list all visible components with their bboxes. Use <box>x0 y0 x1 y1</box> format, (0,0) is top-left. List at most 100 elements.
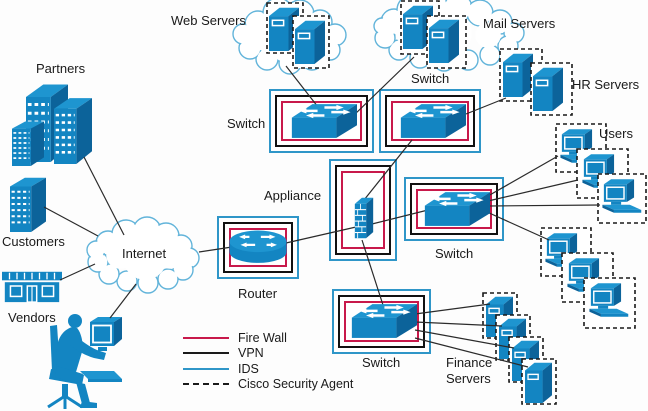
connection-line <box>361 239 384 306</box>
connection-line <box>414 303 491 315</box>
server-icon <box>295 20 325 64</box>
connection-line <box>486 211 550 241</box>
connection-line <box>285 226 357 244</box>
cloud-fill <box>118 272 136 290</box>
cloud-fill <box>376 29 394 47</box>
legend-label: VPN <box>238 346 264 360</box>
vpn-ring <box>410 183 498 235</box>
cloud-fill <box>106 241 134 269</box>
firewall-ring <box>416 189 492 229</box>
cloud-fill <box>89 253 107 271</box>
connection-line <box>487 155 559 197</box>
cloud-fill <box>158 245 182 269</box>
vpn-ring <box>338 295 425 348</box>
vendors-storefront <box>2 271 62 303</box>
cloud-fill <box>481 46 499 64</box>
hr-servers-group <box>499 48 573 116</box>
vpn-ring <box>223 222 293 273</box>
customers-label: Customers <box>2 234 65 249</box>
connection-line <box>465 97 507 115</box>
connection-line <box>487 204 601 207</box>
server-icon <box>429 19 459 63</box>
finance-servers-group <box>482 292 557 405</box>
firewall-appliance-icon <box>354 197 374 239</box>
router-icon <box>229 230 287 263</box>
connection-line <box>363 139 413 201</box>
connection-line <box>285 65 319 108</box>
server-icon <box>533 67 563 111</box>
csa-dashed-line-swatch <box>183 383 229 385</box>
office-building-icon <box>12 120 44 166</box>
users-label: Users <box>599 126 633 141</box>
finance-servers-label: Finance Servers <box>446 355 493 386</box>
connection-line <box>414 329 515 349</box>
switch-right-label: Switch <box>435 246 474 261</box>
hr-servers-label: HR Servers <box>572 77 640 92</box>
cloud-fill <box>468 1 492 25</box>
connection-line <box>487 179 579 202</box>
internet-cloud <box>86 216 200 294</box>
customers-building <box>10 176 46 232</box>
connection-line <box>109 283 137 319</box>
connection-line <box>351 56 415 118</box>
office-building-icon <box>10 176 46 232</box>
connection-line <box>59 263 96 281</box>
mail-servers-label: Mail Servers <box>483 16 556 31</box>
switch-bottom-label: Switch <box>362 355 401 370</box>
cloud-fill <box>88 242 104 258</box>
vpn-line-swatch <box>183 352 229 354</box>
appliance-label: Appliance <box>264 188 322 203</box>
legend-item-vpn: VPN <box>183 346 353 360</box>
connections-layer <box>43 56 601 368</box>
desktop-monitor-icon <box>80 317 122 382</box>
users-group-1 <box>555 123 647 224</box>
connection-line <box>414 337 529 368</box>
switch-top-left-label: Switch <box>227 116 266 131</box>
connection-line <box>371 208 433 225</box>
vpn-ring <box>385 95 475 147</box>
cloud-fill <box>234 25 252 43</box>
connection-line <box>414 321 503 327</box>
cloud-fill <box>475 22 501 48</box>
web-servers-group <box>266 2 330 69</box>
vendors-label: Vendors <box>8 310 56 325</box>
legend: Fire Wall VPN IDS Cisco Security Agent <box>183 331 353 391</box>
firewall-line-swatch <box>183 336 229 339</box>
cloud-fill <box>325 25 345 45</box>
firewall-ring <box>281 101 362 141</box>
web-servers-label: Web Servers <box>171 13 246 28</box>
legend-item-firewall: Fire Wall <box>183 330 353 345</box>
server-icon <box>503 53 533 97</box>
partners-buildings <box>12 83 92 166</box>
switch-top-right-label: Switch <box>411 71 450 86</box>
vpn-ring <box>335 165 391 255</box>
storefront-icon <box>2 271 62 303</box>
legend-item-csa: Cisco Security Agent <box>183 377 354 391</box>
mail-servers-group <box>400 0 467 69</box>
firewall-ring <box>391 101 469 141</box>
connection-line <box>198 246 233 253</box>
connection-line <box>83 156 125 236</box>
ids-line-swatch <box>183 367 229 370</box>
cloud-fill <box>100 265 118 283</box>
partners-label: Partners <box>36 61 86 76</box>
legend-label: Fire Wall <box>238 330 287 345</box>
cloud-fill <box>123 236 167 280</box>
office-building-icon <box>54 96 92 164</box>
switch-top-right-security-box <box>379 89 481 153</box>
internet-label: Internet <box>122 246 167 261</box>
connection-line <box>43 206 99 237</box>
router-label: Router <box>238 286 278 301</box>
users-group-2 <box>540 227 636 329</box>
legend-item-ids: IDS <box>183 361 353 376</box>
cloud-fill <box>375 19 389 33</box>
firewall-ring <box>341 171 385 249</box>
vpn-ring <box>275 95 368 147</box>
legend-label: IDS <box>238 361 259 376</box>
server-icon <box>525 362 552 403</box>
cloud-fill <box>174 261 192 279</box>
legend-label: Cisco Security Agent <box>238 377 354 391</box>
